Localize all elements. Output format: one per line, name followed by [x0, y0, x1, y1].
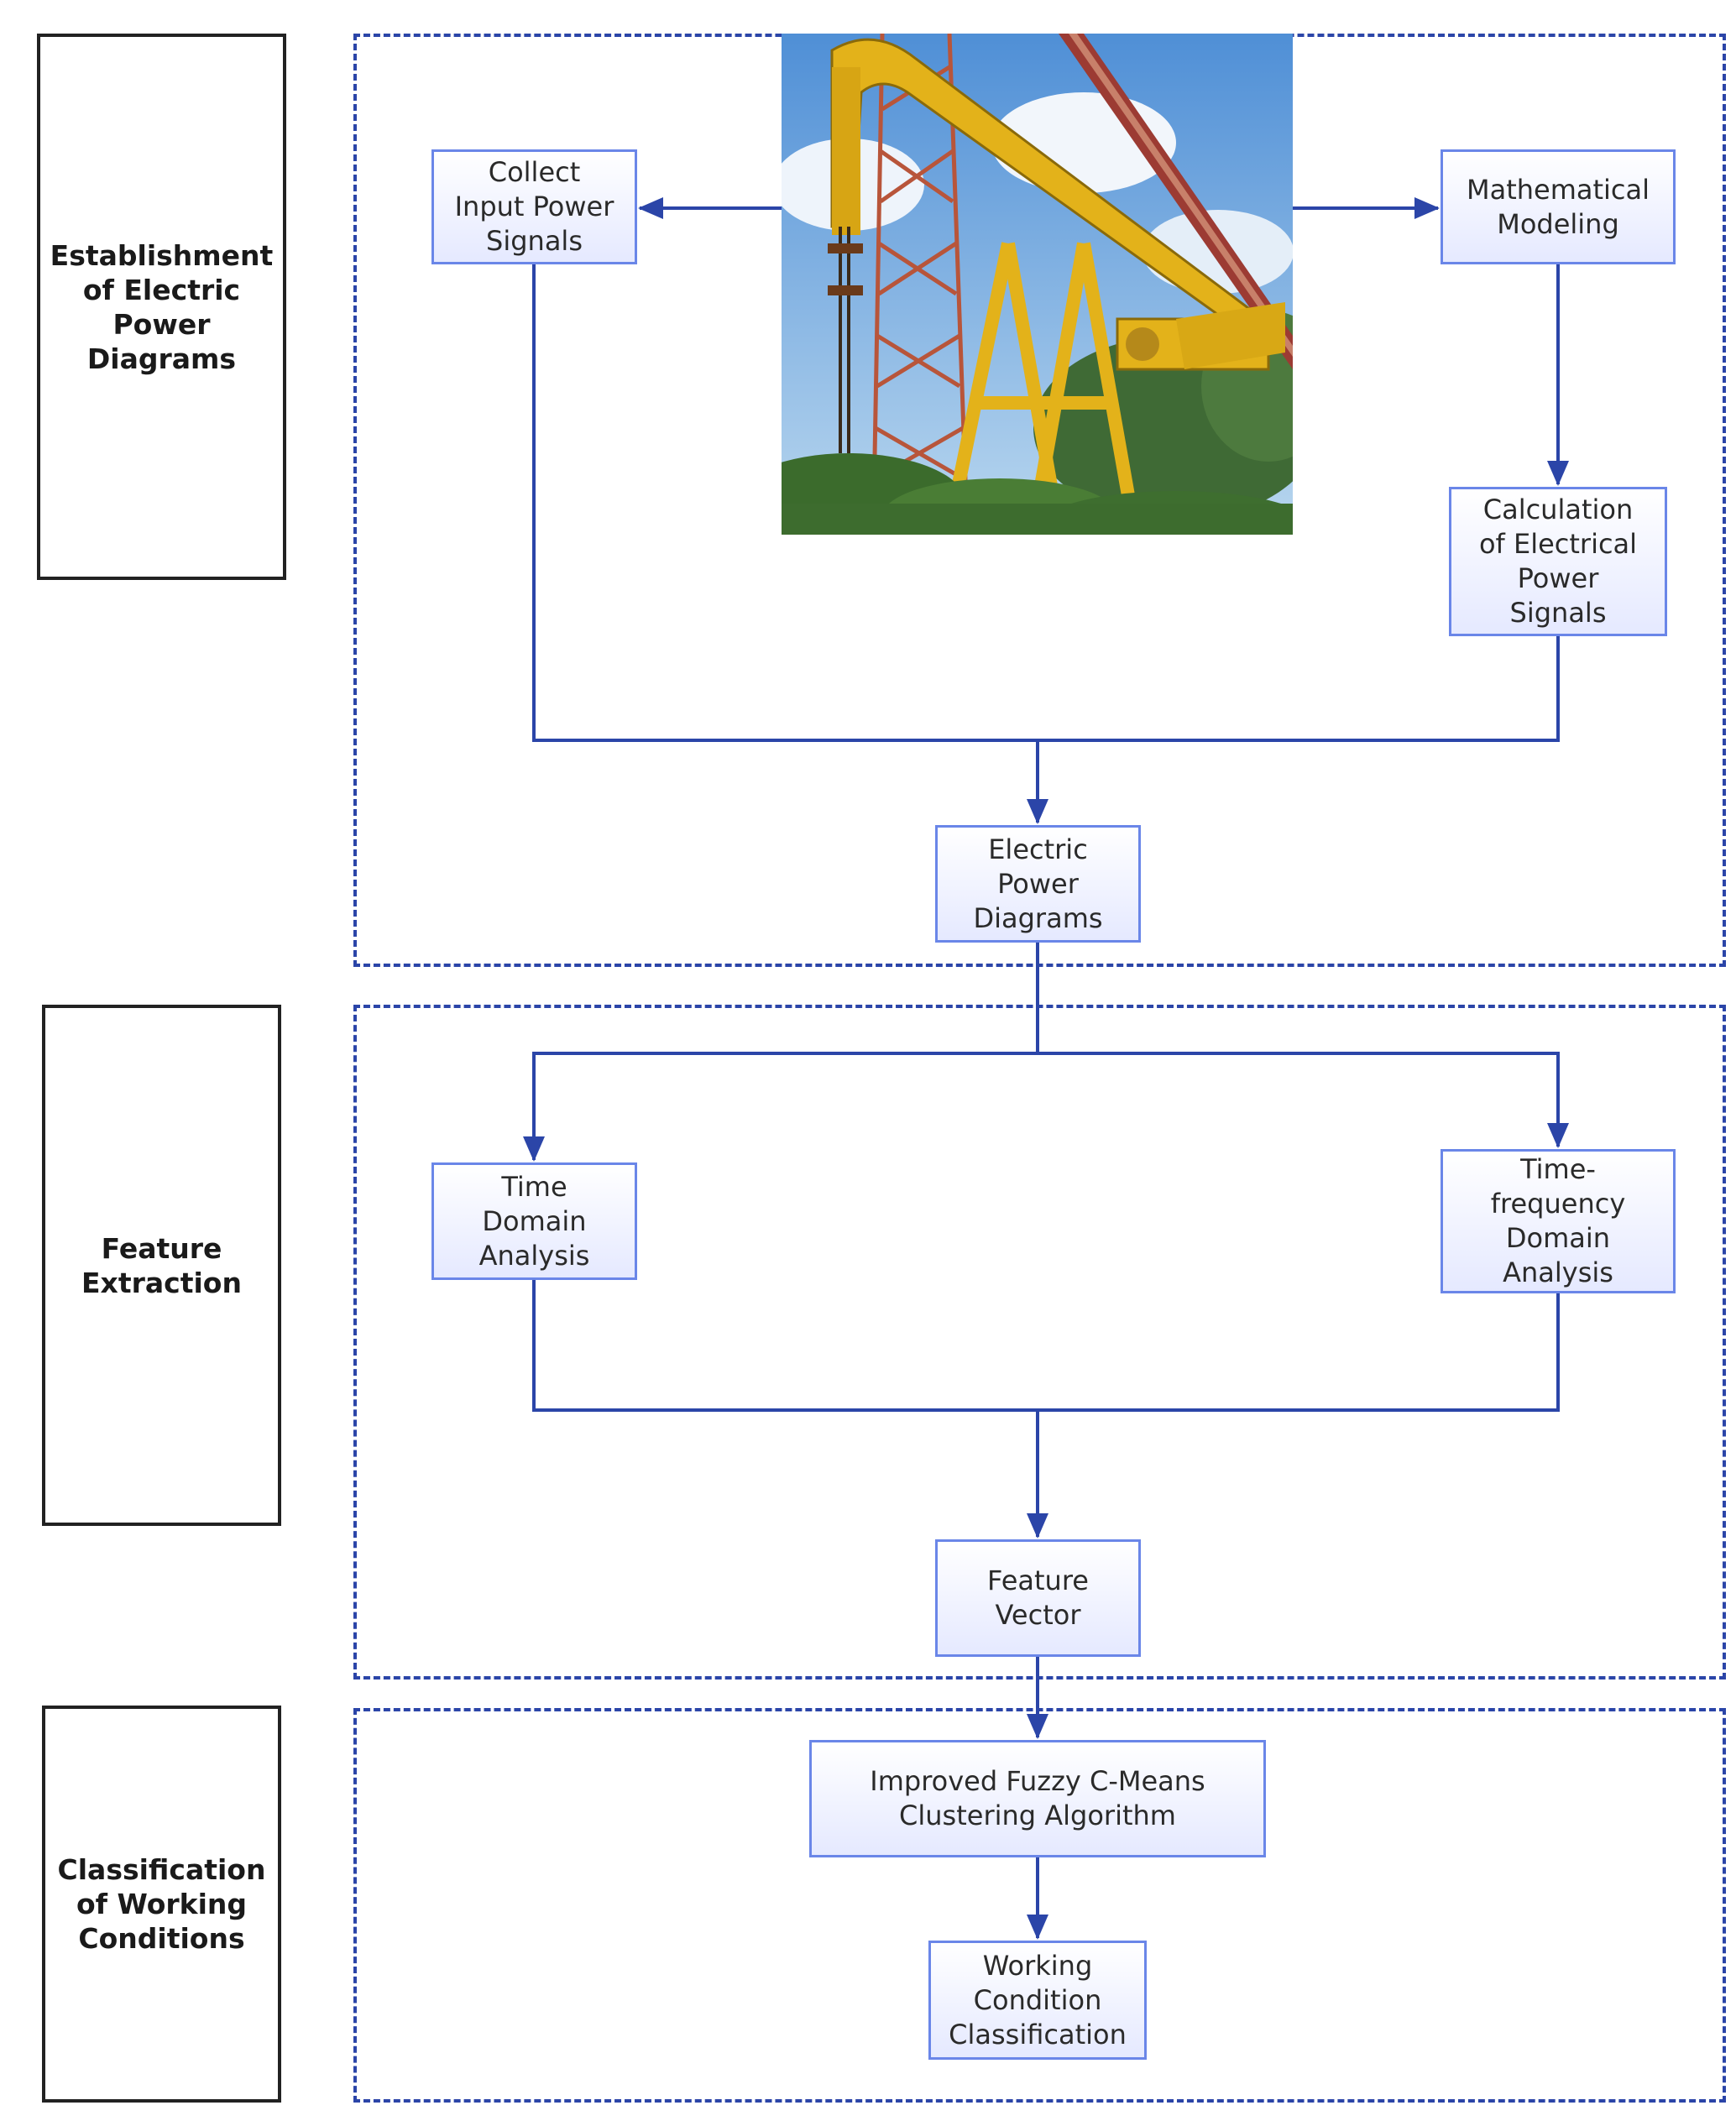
collect-input-power-signals-node: Collect Input Power Signals [431, 149, 637, 264]
collect-input-power-signals-label: Collect Input Power Signals [454, 156, 614, 257]
working-condition-classification-label: Working Condition Classification [949, 1949, 1127, 2050]
time-frequency-domain-analysis-label: Time- frequency Domain Analysis [1490, 1153, 1626, 1288]
calculation-electrical-power-signals-node: Calculation of Electrical Power Signals [1449, 487, 1667, 636]
time-domain-analysis-node: Time Domain Analysis [431, 1162, 637, 1280]
mathematical-modeling-label: Mathematical Modeling [1466, 173, 1650, 240]
stage-classification-label: Classification of Working Conditions [57, 1853, 266, 1955]
stage-establishment-label: Establishment of Electric Power Diagrams [50, 238, 274, 375]
time-domain-analysis-label: Time Domain Analysis [478, 1170, 590, 1272]
electric-power-diagrams-label: Electric Power Diagrams [973, 833, 1103, 934]
calculation-electrical-power-signals-label: Calculation of Electrical Power Signals [1478, 494, 1638, 629]
improved-fuzzy-c-means-label: Improved Fuzzy C-Means Clustering Algori… [870, 1765, 1205, 1831]
stage-classification: Classification of Working Conditions [42, 1706, 281, 2103]
feature-vector-node: Feature Vector [935, 1539, 1141, 1657]
working-condition-classification-node: Working Condition Classification [928, 1941, 1147, 2060]
improved-fuzzy-c-means-node: Improved Fuzzy C-Means Clustering Algori… [809, 1740, 1266, 1857]
group-feature-extraction [353, 1005, 1726, 1680]
time-frequency-domain-analysis-node: Time- frequency Domain Analysis [1441, 1149, 1676, 1293]
mathematical-modeling-node: Mathematical Modeling [1441, 149, 1676, 264]
pumpjack-illustration [782, 34, 1293, 535]
pumpjack-photo [782, 34, 1293, 535]
electric-power-diagrams-node: Electric Power Diagrams [935, 825, 1141, 943]
stage-feature-extraction-label: Feature Extraction [81, 1231, 242, 1299]
feature-vector-label: Feature Vector [987, 1565, 1089, 1631]
group-classification [353, 1708, 1726, 2103]
stage-feature-extraction: Feature Extraction [42, 1005, 281, 1526]
stage-establishment: Establishment of Electric Power Diagrams [37, 34, 286, 580]
